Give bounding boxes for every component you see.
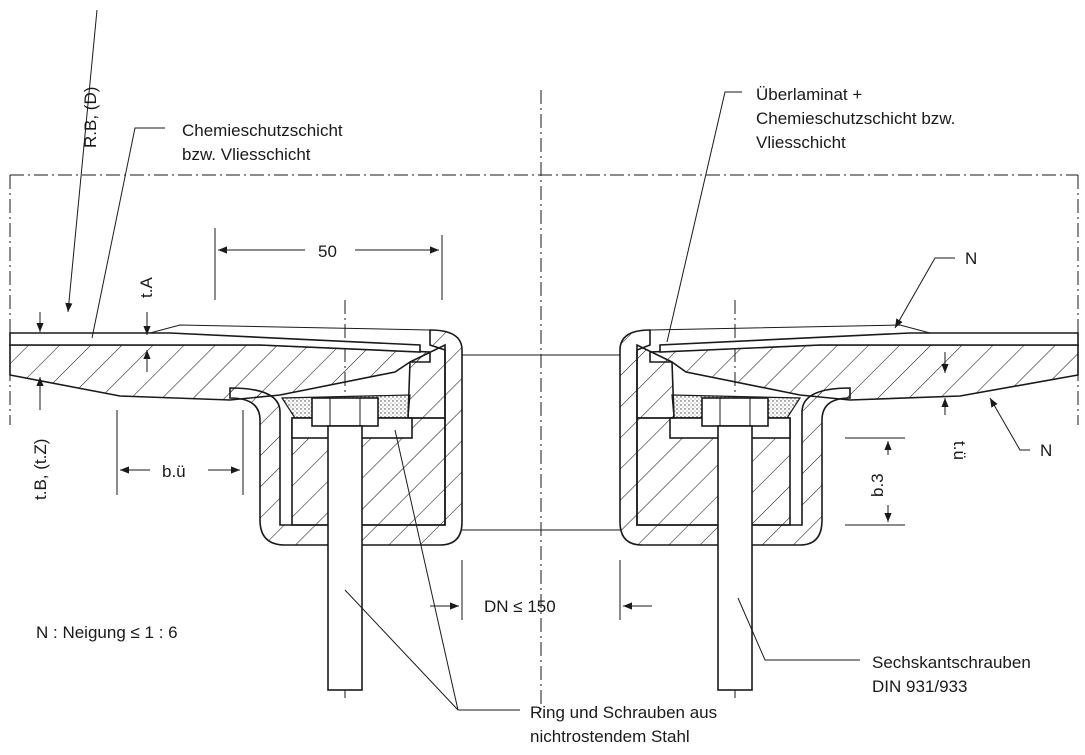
ueberlaminat-line1: Überlaminat + — [756, 85, 862, 104]
bore-lines — [462, 354, 620, 531]
dim-50-label: 50 — [318, 242, 337, 261]
boundary-frame — [9, 174, 1079, 425]
chemieschutz-leader: Chemieschutzschicht bzw. Vliesschicht — [91, 121, 343, 339]
b-3-label: b.3 — [868, 473, 887, 497]
b-3-dimension: b.3 — [845, 437, 905, 526]
neigung-note: N : Neigung ≤ 1 : 6 — [36, 623, 178, 642]
bolt-right — [701, 397, 769, 691]
n-top-label: N — [965, 249, 977, 268]
laminate-right — [649, 324, 1079, 401]
n-right-label: N — [1040, 441, 1052, 460]
dimension-50: 50 — [214, 228, 443, 300]
chemieschutz-line2: bzw. Vliesschicht — [182, 145, 311, 164]
n-right-leader: N — [989, 397, 1052, 460]
rb-d-leader: R.B, (D) — [65, 9, 100, 313]
t-a-marker: t.A — [137, 277, 156, 372]
b-u-dimension: b.ü — [116, 410, 244, 495]
ueberlaminat-line3: Vliesschicht — [756, 133, 846, 152]
chemieschutz-line1: Chemieschutzschicht — [182, 121, 343, 140]
n-top-leader: N — [894, 249, 977, 329]
rb-d-label: R.B, (D) — [81, 87, 100, 148]
sechskant-line1: Sechskantschrauben — [872, 653, 1031, 672]
ueberlaminat-leader: Überlaminat + Chemieschutzschicht bzw. V… — [666, 85, 955, 343]
t-b-marker: t.B, (t.Z) — [31, 312, 50, 500]
b-u-label: b.ü — [162, 462, 186, 481]
t-u-marker: t.ü — [941, 352, 969, 460]
sechskant-leader: Sechskantschrauben DIN 931/933 — [737, 597, 1031, 696]
dn-label: DN ≤ 150 — [484, 597, 556, 616]
tb-tz-label: t.B, (t.Z) — [31, 439, 50, 500]
laminate-left — [9, 324, 431, 401]
ring-line2: nichtrostendem Stahl — [530, 727, 690, 746]
bolt-left — [311, 397, 379, 691]
sechskant-line2: DIN 931/933 — [872, 677, 967, 696]
t-a-label: t.A — [137, 277, 156, 298]
ring-line1: Ring und Schrauben aus — [530, 703, 717, 722]
ueberlaminat-line2: Chemieschutzschicht bzw. — [756, 109, 955, 128]
ring-schrauben-leader: Ring und Schrauben aus nichtrostendem St… — [344, 429, 717, 746]
t-u-label: t.ü — [950, 441, 969, 460]
